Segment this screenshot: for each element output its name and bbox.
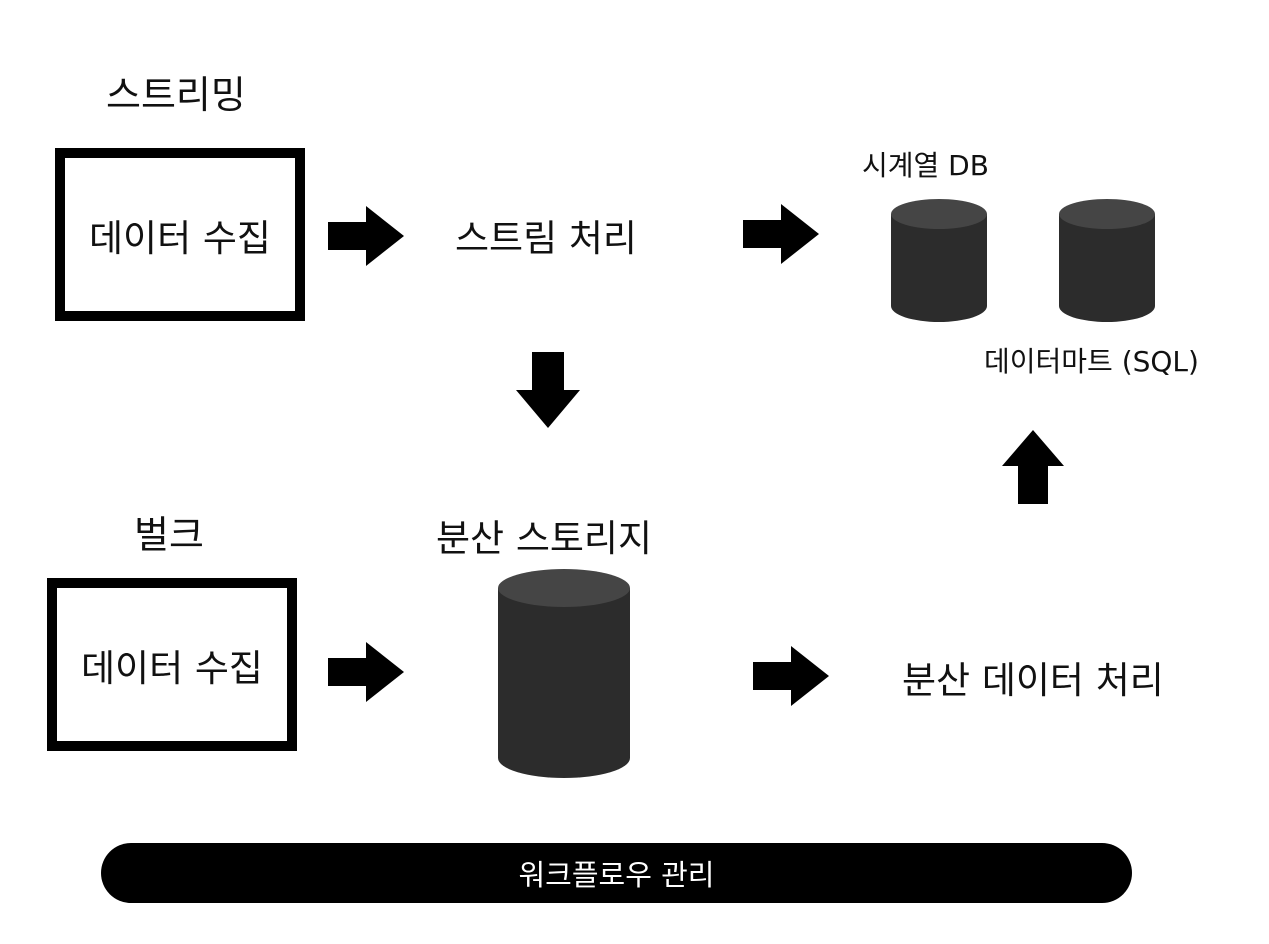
bulk-heading: 벌크 xyxy=(134,513,204,557)
streaming-collect-box: 데이터 수집 xyxy=(55,148,305,321)
bulk-collect-label: 데이터 수집 xyxy=(81,646,263,690)
arrow-stream-down-icon xyxy=(516,352,580,428)
arrow-stream-to-db-icon xyxy=(743,204,819,264)
bulk-collect-box: 데이터 수집 xyxy=(47,578,297,751)
workflow-management-label: 워크플로우 관리 xyxy=(518,858,715,892)
distributed-storage-cylinder-icon xyxy=(498,569,630,778)
arrow-collect-to-stream-icon xyxy=(328,206,404,266)
arrow-storage-to-processing-icon xyxy=(753,646,829,706)
stream-processing-label: 스트림 처리 xyxy=(455,217,637,260)
datamart-label: 데이터마트 (SQL) xyxy=(984,345,1199,378)
streaming-heading: 스트리밍 xyxy=(106,73,246,117)
datamart-cylinder-icon xyxy=(1059,199,1155,322)
streaming-collect-label: 데이터 수집 xyxy=(89,216,271,260)
timeseries-db-label: 시계열 DB xyxy=(862,149,989,182)
workflow-management-bar: 워크플로우 관리 xyxy=(101,843,1132,903)
distributed-storage-label: 분산 스토리지 xyxy=(436,517,653,560)
arrow-collect-to-storage-icon xyxy=(328,642,404,702)
distributed-processing-label: 분산 데이터 처리 xyxy=(902,659,1164,702)
arrow-up-to-datamart-icon xyxy=(1002,430,1064,504)
timeseries-db-cylinder-icon xyxy=(891,199,987,322)
